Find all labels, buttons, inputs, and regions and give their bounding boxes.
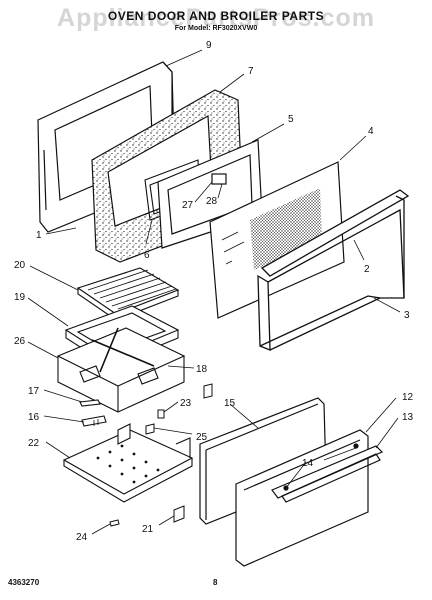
callout-5: 5 xyxy=(288,114,294,125)
callout-18: 18 xyxy=(196,364,208,375)
callout-2: 2 xyxy=(364,264,370,275)
callout-25: 25 xyxy=(196,432,208,443)
callout-12: 12 xyxy=(402,392,414,403)
part-broiler-hardware xyxy=(79,399,107,427)
footer-part-number: 4363270 xyxy=(8,578,40,587)
callout-1: 1 xyxy=(36,230,42,241)
diagram-subtitle: For Model: RF3020XVW0 xyxy=(174,25,258,32)
callout-27: 27 xyxy=(182,200,194,211)
callout-22: 22 xyxy=(28,438,40,449)
watermark: AppliancePartsPros.com xyxy=(57,4,375,32)
callout-14: 14 xyxy=(302,458,314,469)
callout-7: 7 xyxy=(248,66,254,77)
part-broiler-drawer xyxy=(56,327,186,413)
callout-24: 24 xyxy=(76,532,88,543)
callout-3: 3 xyxy=(404,310,410,321)
callout-labels: 9 7 5 4 2 3 6 1 27 28 20 19 26 18 17 16 … xyxy=(14,40,414,543)
callout-13: 13 xyxy=(402,412,414,423)
leader-lines xyxy=(27,49,401,535)
callout-16: 16 xyxy=(28,412,40,423)
part-broiler-grid xyxy=(76,267,180,321)
callout-15: 15 xyxy=(224,398,236,409)
footer-page-number: 8 xyxy=(213,578,218,587)
callout-19: 19 xyxy=(14,292,26,303)
callout-9: 9 xyxy=(206,40,212,51)
callout-6: 6 xyxy=(144,250,150,261)
diagram-title: OVEN DOOR AND BROILER PARTS xyxy=(107,9,325,23)
callout-28: 28 xyxy=(206,196,218,207)
part-broiler-drawer-bottom xyxy=(62,423,194,503)
callout-26: 26 xyxy=(14,336,26,347)
callout-17: 17 xyxy=(28,386,40,397)
callout-20: 20 xyxy=(14,260,26,271)
part-clips-and-screws xyxy=(109,383,213,527)
callout-21: 21 xyxy=(142,524,154,535)
part-outer-door-glass xyxy=(209,161,345,319)
callout-23: 23 xyxy=(180,398,192,409)
part-door-frame xyxy=(257,189,410,351)
callout-4: 4 xyxy=(368,126,374,137)
